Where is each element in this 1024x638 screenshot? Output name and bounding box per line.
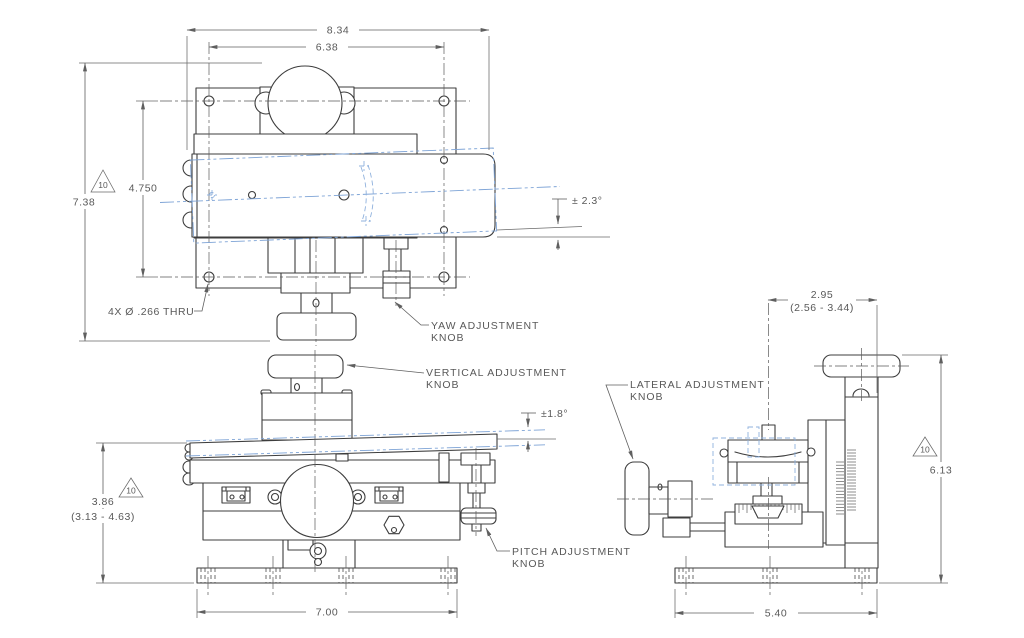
connector-right bbox=[374, 486, 404, 504]
flag-note-side-label: 10 bbox=[920, 445, 930, 455]
tilting-platform bbox=[189, 433, 498, 459]
height-range-label: (3.13 - 4.63) bbox=[71, 511, 135, 523]
overall-height-label: 7.38 bbox=[73, 197, 95, 209]
flag-note-side: 10 bbox=[912, 436, 938, 457]
base-bar bbox=[196, 567, 458, 584]
flag-note-top: 10 bbox=[90, 169, 116, 193]
dim-overall-width: 8.34 bbox=[186, 22, 490, 150]
lateral-nominal-label: 2.95 bbox=[811, 289, 833, 301]
connector-left bbox=[221, 486, 251, 504]
dim-pitch-angle: ±1.8° bbox=[497, 408, 568, 452]
vertical-callout-line1: VERTICAL ADJUSTMENT bbox=[426, 367, 567, 379]
pitch-callout-line1: PITCH ADJUSTMENT bbox=[512, 546, 631, 558]
hex-screw bbox=[383, 515, 405, 535]
base-slots bbox=[200, 556, 456, 595]
dim-lateral: 2.95 (2.56 - 3.44) bbox=[767, 288, 878, 393]
vertical-column bbox=[807, 396, 879, 569]
lateral-range-label: (2.56 - 3.44) bbox=[790, 302, 854, 314]
dim-side-base-width: 5.40 bbox=[674, 589, 878, 620]
flag-note-front-label: 10 bbox=[126, 486, 136, 496]
flag-note-front: 10 bbox=[118, 477, 144, 498]
hole-spacing-label: 4.750 bbox=[129, 183, 158, 195]
side-base-bar bbox=[674, 567, 878, 584]
lateral-range-phantom bbox=[712, 426, 796, 486]
vertical-callout-line2: KNOB bbox=[426, 379, 459, 391]
holes-note-label: 4X Ø .266 THRU bbox=[108, 306, 194, 318]
dim-hole-span: 6.38 bbox=[208, 40, 445, 54]
yaw-angle-label: ± 2.3° bbox=[572, 195, 602, 207]
dim-yaw-angle: ± 2.3° bbox=[496, 195, 610, 250]
overall-width-label: 8.34 bbox=[327, 25, 349, 37]
vernier-scale bbox=[836, 449, 856, 515]
dim-overall-height: 7.38 bbox=[62, 62, 270, 342]
yaw-knob-callout: YAW ADJUSTMENT KNOB bbox=[394, 301, 539, 344]
yaw-carriage bbox=[267, 237, 364, 341]
pitch-range-phantom bbox=[185, 429, 546, 457]
lower-column bbox=[282, 539, 356, 569]
stage-mechanism bbox=[719, 424, 816, 525]
dim-height: 3.86 (3.13 - 4.63) bbox=[66, 442, 194, 584]
hole-span-label: 6.38 bbox=[316, 42, 338, 54]
lateral-callout-line2: KNOB bbox=[630, 391, 663, 403]
front-view: ±1.8° VERTICAL ADJUSTMENT KNOB PITCH ADJ… bbox=[66, 350, 631, 619]
vertical-knob-callout: VERTICAL ADJUSTMENT KNOB bbox=[346, 363, 567, 391]
base-width-front-label: 7.00 bbox=[316, 607, 338, 619]
yaw-callout-line2: KNOB bbox=[431, 332, 464, 344]
pitch-adjustment-knob bbox=[460, 452, 497, 532]
side-height-label: 6.13 bbox=[930, 465, 952, 477]
upper-body bbox=[261, 392, 353, 441]
holes-callout: 4X Ø .266 THRU bbox=[108, 283, 209, 318]
pitch-angle-label: ±1.8° bbox=[541, 408, 568, 420]
side-view: 2.95 (2.56 - 3.44) LATERAL ADJUSTMENT KN… bbox=[605, 288, 963, 620]
side-base-width-label: 5.40 bbox=[765, 608, 787, 620]
dim-hole-spacing: 4.750 bbox=[118, 100, 168, 278]
pitch-knob-callout: PITCH ADJUSTMENT KNOB bbox=[485, 527, 631, 570]
top-view: ± 2.3° 8.34 6.38 7.38 4.750 10 bbox=[62, 22, 610, 346]
height-nominal-label: 3.86 bbox=[92, 496, 114, 508]
dim-base-width-front: 7.00 bbox=[196, 589, 458, 619]
vertical-adjustment-knob bbox=[267, 354, 344, 394]
front-knob-face bbox=[279, 463, 355, 539]
dim-side-height: 6.13 bbox=[879, 354, 963, 584]
vertical-knob-top-view bbox=[267, 65, 343, 141]
lateral-knob-callout: LATERAL ADJUSTMENT KNOB bbox=[605, 379, 765, 460]
yaw-callout-line1: YAW ADJUSTMENT bbox=[431, 320, 539, 332]
lateral-callout-line1: LATERAL ADJUSTMENT bbox=[630, 379, 765, 391]
yaw-range-phantom bbox=[159, 147, 561, 244]
pitch-callout-line2: KNOB bbox=[512, 558, 545, 570]
flag-note-top-label: 10 bbox=[98, 180, 108, 190]
